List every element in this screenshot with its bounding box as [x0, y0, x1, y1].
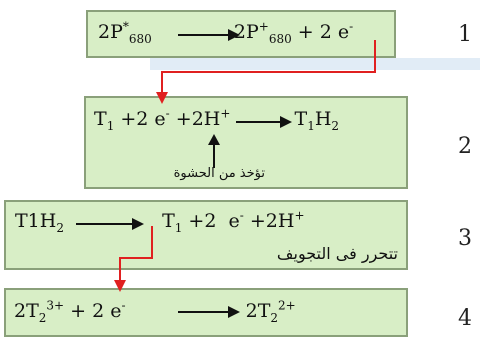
equation-1: 2P*680 2P+680 + 2 e- [98, 19, 354, 46]
reaction-arrow-1 [178, 29, 240, 41]
row-number-1: 1 [458, 22, 472, 47]
row-number-2: 2 [458, 134, 472, 159]
equation-4: 2T23+ + 2 e- 2T22+ [14, 298, 296, 325]
note-from-stroma: تؤخذ من الحشوة [173, 166, 265, 181]
row-number-3: 3 [458, 226, 472, 251]
reaction-arrow-2 [236, 116, 292, 128]
equation-box-2 [84, 96, 408, 189]
row-number-4: 4 [458, 306, 472, 331]
background-band [150, 58, 480, 70]
equation-box-3 [4, 200, 408, 270]
equation-box-1 [86, 10, 396, 58]
electron-arrow-3-to-4 [119, 226, 153, 286]
reaction-arrow-4 [178, 306, 240, 318]
note-released-lumen: تتحرر فى التجويف [276, 244, 398, 263]
electron-arrow-1-to-2 [161, 40, 376, 98]
reaction-arrow-3 [76, 218, 144, 230]
proton-source-arrow [208, 134, 220, 168]
equation-2: T1 +2 e- +2H+ T1H2 [94, 106, 340, 133]
equation-3: T1H2 T1 +2 e- +2H+ [15, 208, 305, 235]
